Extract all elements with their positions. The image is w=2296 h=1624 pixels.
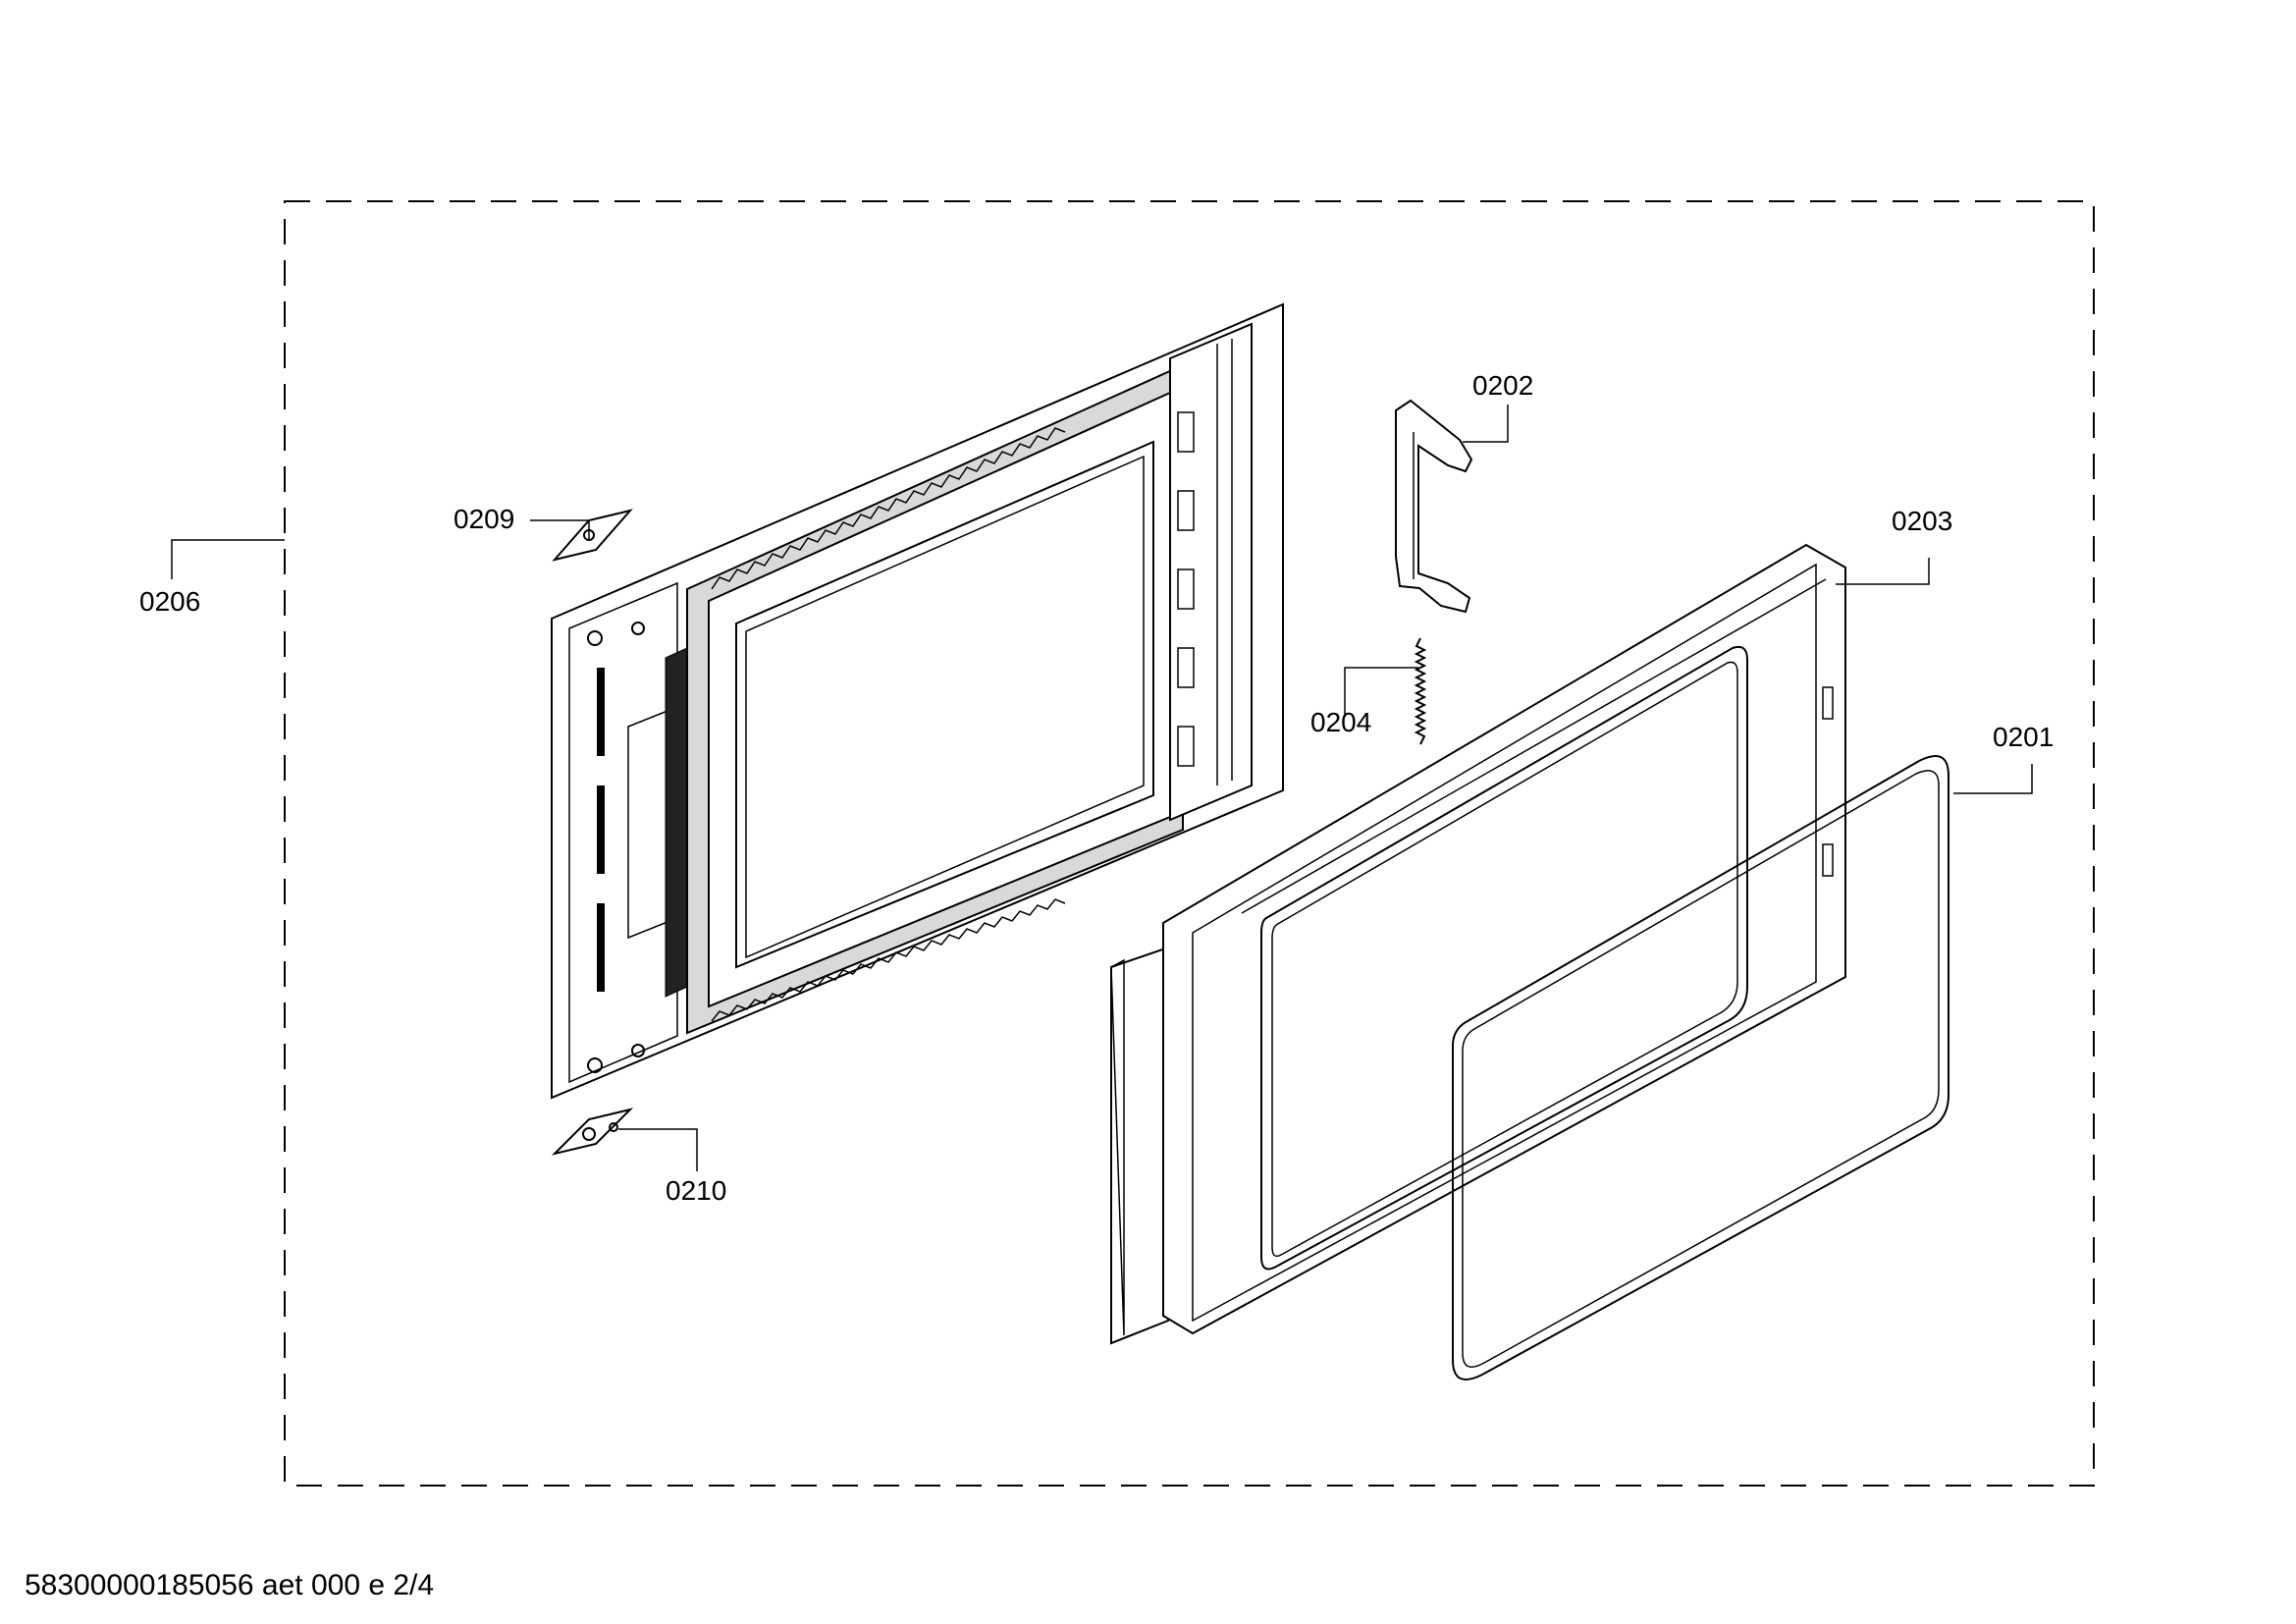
frame-top-serration: [711, 427, 1066, 590]
drawing-reference-footer: 58300000185056 aet 000 e 2/4: [25, 1569, 434, 1601]
door-spring: [1414, 637, 1427, 745]
leader-0210: [618, 1128, 698, 1171]
assembly-boundary: [284, 200, 2095, 1487]
leader-0206: [171, 539, 285, 579]
callout-0204: 0204: [1310, 707, 1371, 737]
callout-0201: 0201: [1993, 722, 2054, 752]
hinge-plate-top: [552, 509, 633, 562]
leader-0201: [1953, 764, 2033, 794]
callout-0206: 0206: [139, 586, 200, 617]
callout-0203: 0203: [1892, 506, 1952, 536]
hinge-plate-bottom: [551, 1108, 634, 1156]
latch-hook: [1395, 399, 1473, 614]
frame-bottom-serration: [711, 898, 1066, 1022]
leader-0203: [1836, 558, 1930, 585]
callout-0210: 0210: [666, 1175, 726, 1206]
inner-door-frame: [551, 302, 1284, 1100]
leader-lines: [171, 405, 2033, 1171]
leader-0202: [1463, 405, 1509, 443]
leader-0209: [530, 519, 590, 540]
outer-door: [1110, 543, 1846, 1345]
leader-0204: [1344, 667, 1418, 717]
callout-0202: 0202: [1472, 370, 1533, 401]
callout-0209: 0209: [454, 504, 514, 534]
door-gasket: [1452, 755, 1949, 1380]
